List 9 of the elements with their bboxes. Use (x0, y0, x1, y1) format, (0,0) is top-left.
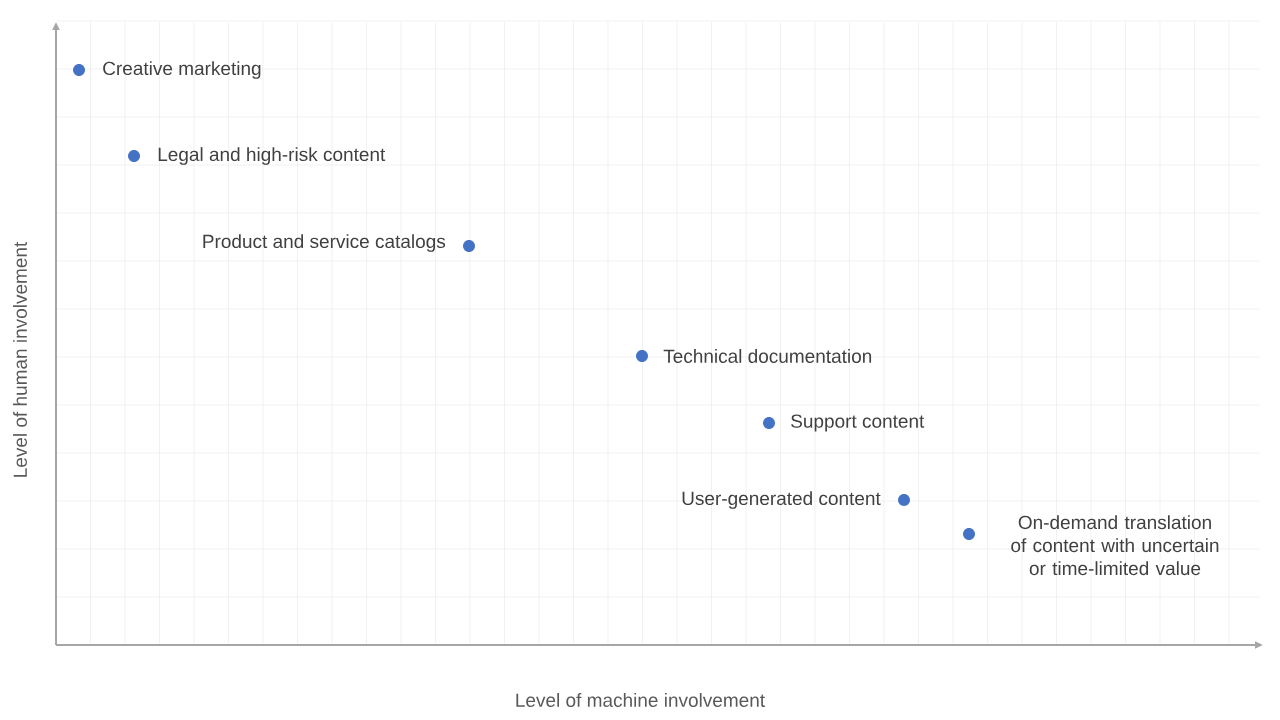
point-label: User-generated content (682, 491, 881, 509)
point-label: Product and service catalogs (203, 234, 446, 252)
axis-label: Level of human involvement (13, 241, 27, 477)
point-label: Support content (791, 414, 925, 432)
axis-label: Level of machine involvement (516, 693, 765, 707)
point-label: Creative marketing (103, 61, 261, 79)
point-label: Technical documentation (663, 349, 872, 363)
point-label: On-demand translation of content with uncertain or time-limited value (1011, 515, 1219, 576)
point-label: Legal and high-risk content (158, 147, 386, 165)
